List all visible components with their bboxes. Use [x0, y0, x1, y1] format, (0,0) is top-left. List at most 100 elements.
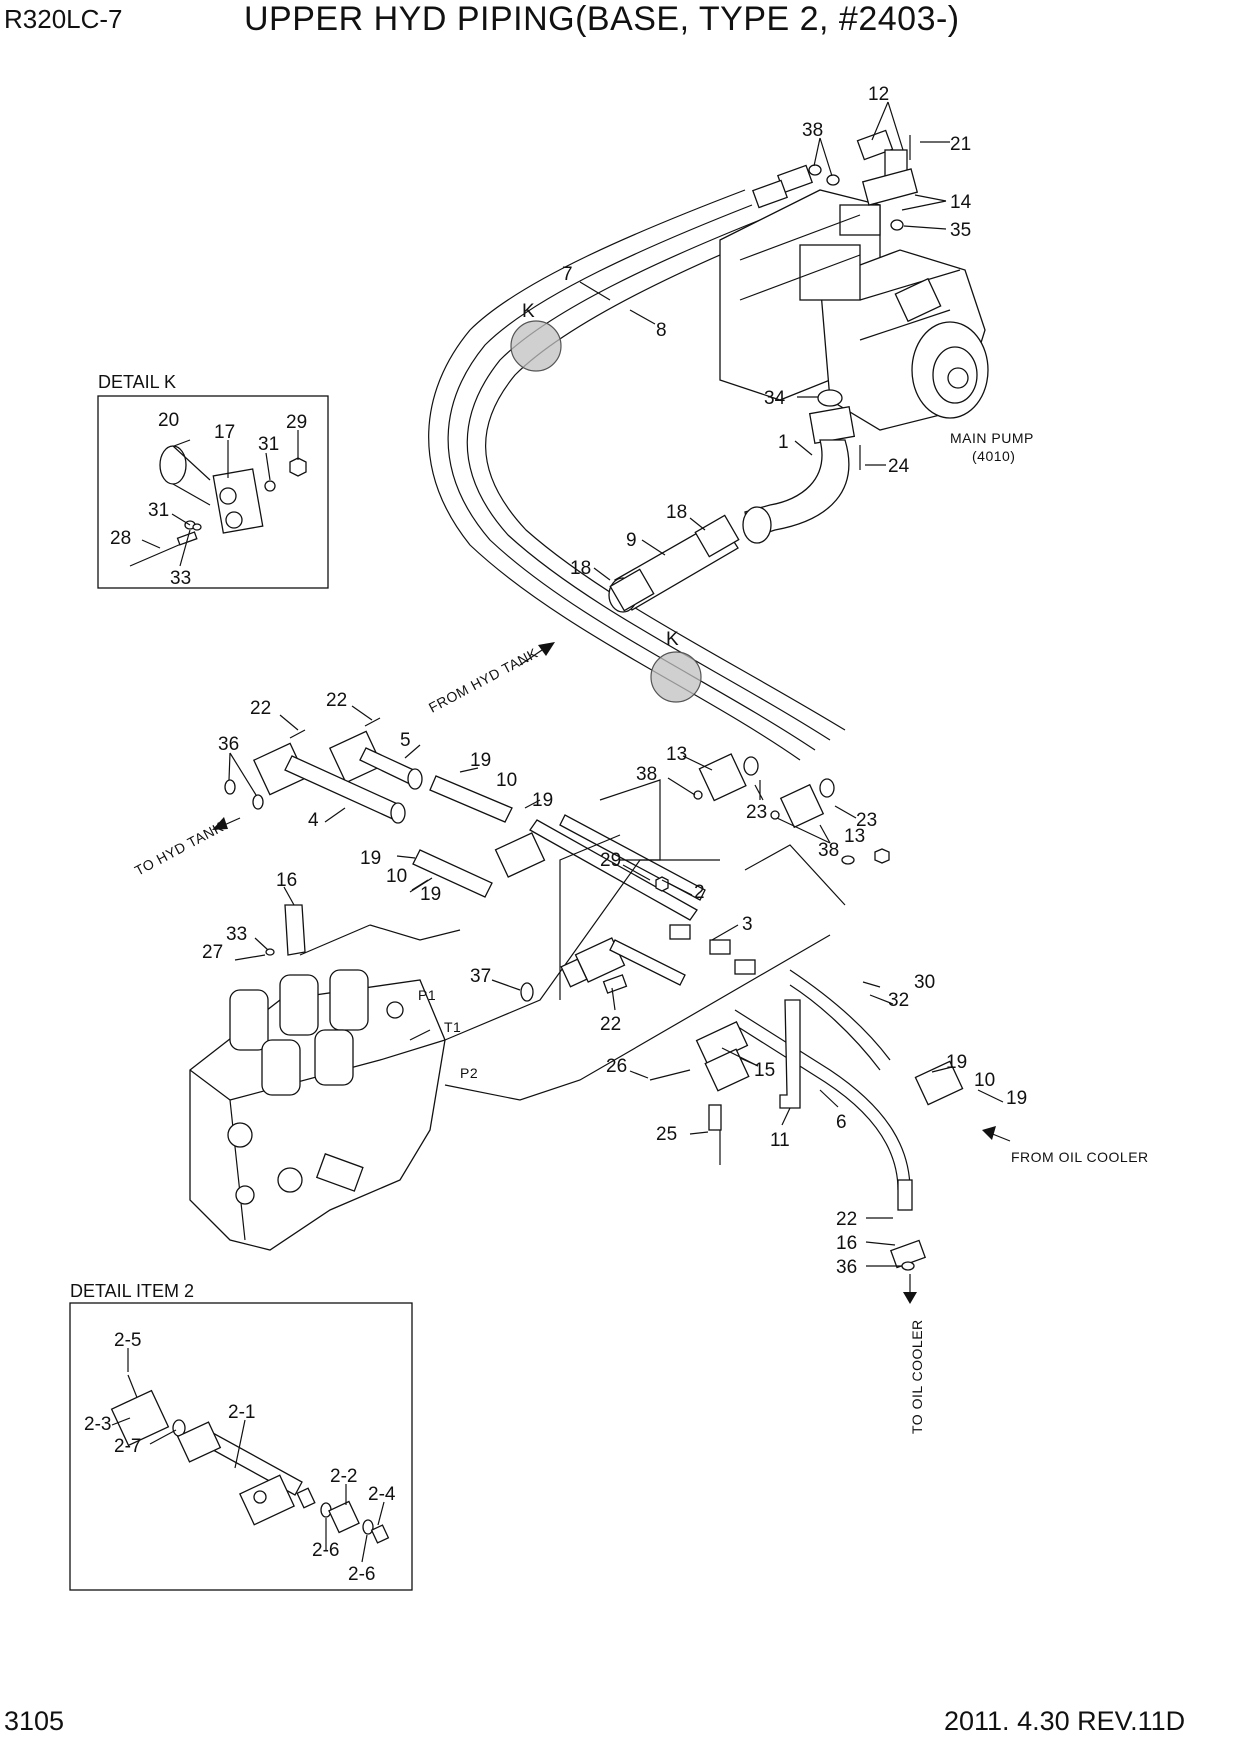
callout-36: 36 [836, 1257, 857, 1278]
from-oil-cooler-label: FROM OIL COOLER [1011, 1149, 1149, 1165]
callout-k-31: 31 [258, 434, 279, 455]
callout-k-17: 17 [214, 422, 235, 443]
callout-35: 35 [950, 220, 971, 241]
callout-26: 26 [606, 1056, 627, 1077]
callout-22: 22 [326, 690, 347, 711]
callout-2-5: 2-5 [114, 1330, 141, 1351]
detail-item-2-label: DETAIL ITEM 2 [70, 1281, 194, 1301]
callout-19: 19 [360, 848, 381, 869]
callout-2-4: 2-4 [368, 1484, 396, 1505]
small-parts [520, 876, 756, 1131]
callout-18: 18 [666, 502, 687, 523]
section-mark-k-lower: K [666, 629, 679, 650]
callout-14: 14 [950, 192, 972, 213]
callout-30: 30 [914, 972, 935, 993]
callout-19: 19 [470, 750, 491, 771]
suction-pipe-assembly [608, 389, 861, 613]
callout-23: 23 [746, 802, 767, 823]
callout-10: 10 [496, 770, 517, 791]
callout-18: 18 [570, 558, 591, 579]
callout-19: 19 [532, 790, 553, 811]
callout-k-33: 33 [170, 568, 191, 589]
to-hyd-tank-label: TO HYD TANK [132, 818, 226, 878]
callout-2-2: 2-2 [330, 1466, 357, 1487]
callout-2-3: 2-3 [84, 1414, 111, 1435]
callout-2: 2 [694, 882, 705, 903]
callout-37: 37 [470, 966, 491, 987]
main-pump-label: MAIN PUMP [950, 430, 1034, 446]
clamp-16 [234, 904, 306, 961]
callout-21: 21 [950, 134, 971, 155]
callout-38: 38 [636, 764, 657, 785]
port-p2: P2 [460, 1065, 478, 1081]
callout-22: 22 [836, 1209, 857, 1230]
model-number: R320LC-7 [4, 4, 123, 34]
callout-2-1: 2-1 [228, 1402, 255, 1423]
callouts: 12 38 21 14 35 7 8 34 1 24 18 9 18 22 22… [202, 84, 1027, 1278]
callout-38: 38 [818, 840, 839, 861]
callout-19: 19 [946, 1052, 967, 1073]
section-marks-k [510, 320, 702, 703]
callout-32: 32 [888, 990, 909, 1011]
callout-38: 38 [802, 120, 823, 141]
callout-7: 7 [562, 264, 573, 285]
pressure-pipes [494, 814, 964, 1271]
detail-k-label: DETAIL K [98, 372, 176, 392]
callout-16: 16 [836, 1233, 857, 1254]
callout-11: 11 [770, 1130, 790, 1151]
flow-arrows [212, 642, 1011, 1304]
from-hyd-tank-label: FROM HYD TANK [426, 645, 541, 716]
callout-k-28: 28 [110, 528, 131, 549]
port-t1: T1 [444, 1019, 461, 1035]
callout-23: 23 [856, 810, 877, 831]
revision-date: 2011. 4.30 REV.11D [944, 1706, 1186, 1736]
callout-24: 24 [888, 456, 910, 477]
callout-k-29: 29 [286, 412, 307, 433]
callout-22: 22 [600, 1014, 621, 1035]
main-control-valve [189, 969, 446, 1251]
callout-36: 36 [218, 734, 239, 755]
callout-15: 15 [754, 1060, 775, 1081]
flanges-13 [693, 753, 835, 829]
detail-k-box [97, 395, 329, 589]
page-number: 3105 [4, 1706, 65, 1736]
callout-2-6: 2-6 [348, 1564, 375, 1585]
callout-4: 4 [308, 810, 319, 831]
callout-6: 6 [836, 1112, 847, 1133]
main-pump-code: (4010) [972, 448, 1015, 464]
callout-13: 13 [666, 744, 687, 765]
callout-5: 5 [400, 730, 411, 751]
callout-leaders [111, 101, 1004, 1563]
callout-k-20: 20 [158, 410, 179, 431]
callout-22: 22 [250, 698, 271, 719]
callout-19: 19 [420, 884, 441, 905]
callout-8: 8 [656, 320, 667, 341]
main-pump [719, 189, 989, 431]
callout-27: 27 [202, 942, 223, 963]
section-mark-k-upper: K [522, 301, 535, 322]
callout-9: 9 [626, 530, 637, 551]
callout-19: 19 [1006, 1088, 1027, 1109]
detail-item-2-box [69, 1302, 413, 1591]
callout-10: 10 [386, 866, 407, 887]
to-oil-cooler-label: TO OIL COOLER [909, 1319, 925, 1434]
callout-25: 25 [656, 1124, 677, 1145]
callout-10: 10 [974, 1070, 995, 1091]
detail-2-callouts: 2-5 2-3 2-7 2-1 2-2 2-4 2-6 2-6 [84, 1330, 396, 1585]
callout-2-7: 2-7 [114, 1436, 141, 1457]
callout-34: 34 [764, 388, 786, 409]
callout-33: 33 [226, 924, 247, 945]
callout-k-31: 31 [148, 500, 169, 521]
callout-16: 16 [276, 870, 297, 891]
return-pipes [224, 717, 513, 898]
port-p1: P1 [418, 987, 436, 1003]
detail-k-callouts: 20 17 31 29 31 28 33 [110, 410, 307, 589]
callout-2-6: 2-6 [312, 1540, 339, 1561]
page-title: UPPER HYD PIPING(BASE, TYPE 2, #2403-) [244, 0, 960, 38]
callout-3: 3 [742, 914, 753, 935]
callout-12: 12 [868, 84, 889, 105]
callout-13: 13 [844, 826, 865, 847]
pump-fittings [751, 129, 919, 231]
callout-29: 29 [600, 850, 621, 871]
